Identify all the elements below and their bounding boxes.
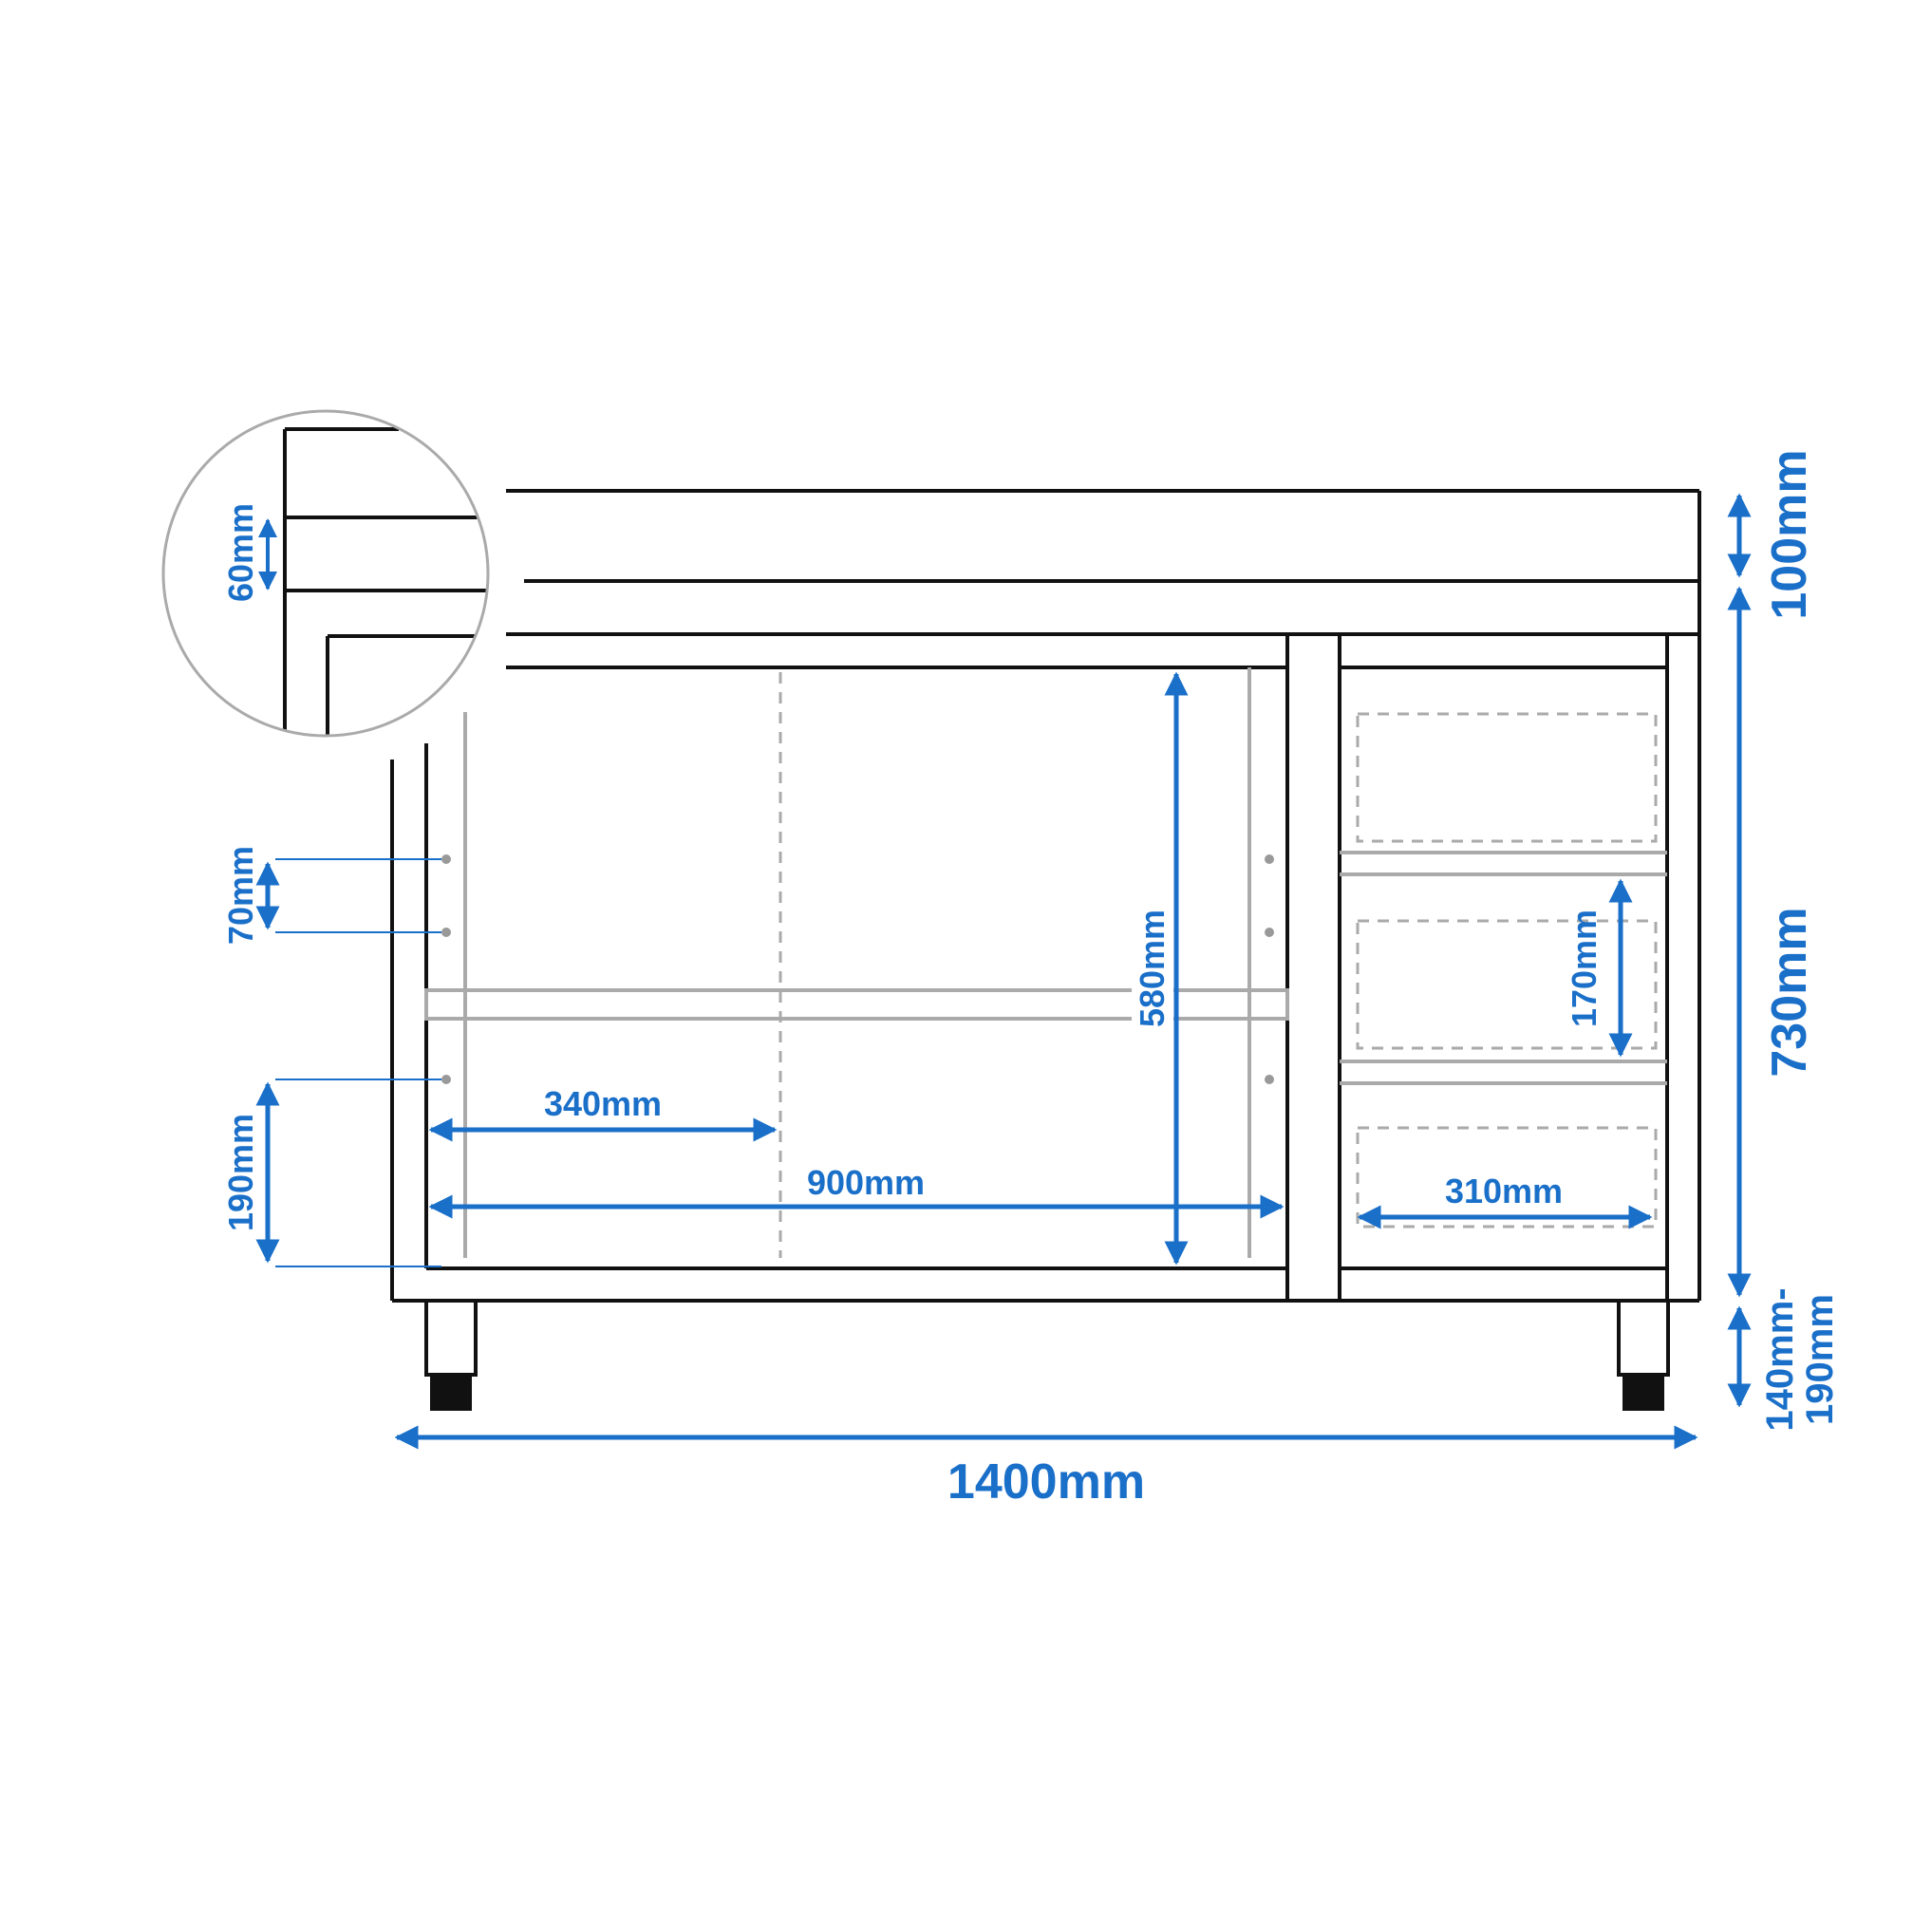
label-drawer-width: 310mm — [1445, 1172, 1563, 1210]
drawer-2 — [1356, 919, 1658, 1050]
legs — [424, 1299, 1670, 1411]
drawer-1 — [1356, 712, 1658, 843]
leg-left-foot — [430, 1373, 472, 1411]
dimension-arrows — [255, 493, 1752, 1450]
label-inner-height: 580mm — [1133, 910, 1172, 1027]
leg-left — [424, 1299, 478, 1377]
label-overall-width: 1400mm — [947, 1454, 1145, 1510]
peg-holes — [441, 854, 1274, 1084]
label-body-height: 730mm — [1762, 907, 1817, 1077]
label-drawer-height: 170mm — [1565, 910, 1604, 1027]
detail-circle-border — [161, 409, 490, 738]
label-top-height: 100mm — [1762, 449, 1817, 619]
peg-hole — [1265, 1075, 1274, 1084]
label-leg-height-line1: 140mm- — [1759, 1287, 1801, 1431]
peg-hole — [441, 1075, 451, 1084]
peg-hole — [441, 854, 451, 864]
cabinet — [390, 489, 1701, 1303]
shelf — [424, 988, 1289, 1021]
label-half-width: 340mm — [544, 1084, 662, 1123]
dimension-labels: 1400mm 100mm 730mm 140mm- 190mm 60mm 70m… — [221, 449, 1841, 1510]
label-edge-detail: 60mm — [221, 503, 260, 602]
edge-detail-callout — [161, 409, 490, 738]
label-leg-height-line2: 190mm — [1799, 1294, 1841, 1425]
extension-lines — [275, 858, 441, 1267]
label-hole-offset: 190mm — [221, 1114, 260, 1231]
peg-hole — [441, 928, 451, 937]
label-bg-inner-height — [1132, 902, 1173, 1035]
inner-details — [424, 667, 1667, 1258]
detail-circle-backdrop — [163, 411, 488, 736]
label-bg-inner-width — [802, 1163, 930, 1201]
label-inner-width: 900mm — [807, 1163, 925, 1202]
peg-hole — [1265, 854, 1274, 864]
leg-right-foot — [1623, 1373, 1664, 1411]
leg-right — [1617, 1299, 1670, 1377]
label-hole-spacing: 70mm — [221, 846, 260, 945]
peg-hole — [1265, 928, 1274, 937]
